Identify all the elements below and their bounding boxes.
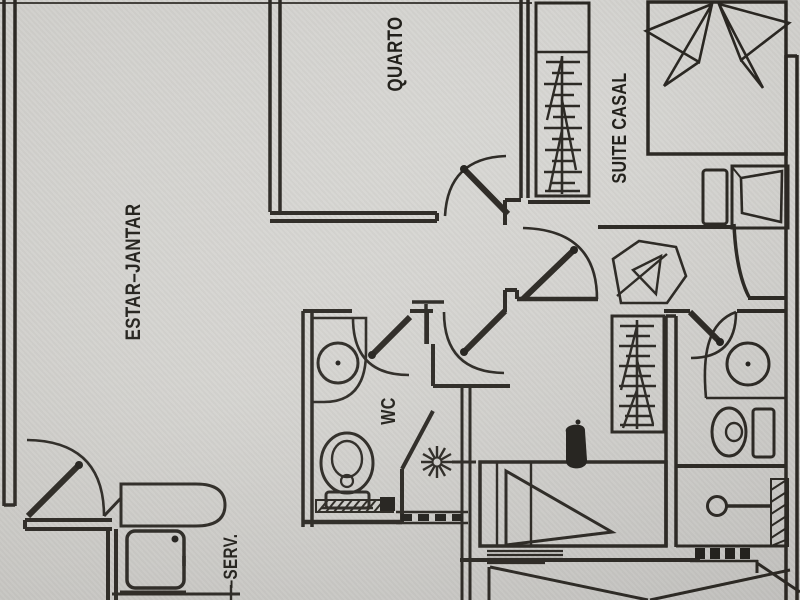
- room-label-estar-jantar: ESTAR–JANTAR: [122, 203, 145, 341]
- washing-machine-icon: [120, 529, 186, 594]
- tv-cabinet-icon: [701, 164, 790, 230]
- armchair-icon: [611, 239, 688, 305]
- door-quarto: [443, 154, 511, 217]
- door-bedroom: [442, 308, 508, 375]
- door-suite: [520, 226, 599, 302]
- single-bed-icon: [478, 460, 668, 548]
- wardrobe-bedroom-hangers-icon: [610, 314, 666, 434]
- wardrobe-suite-hangers-icon: [534, 1, 591, 198]
- door-wc: [351, 314, 413, 377]
- double-bed-icon: [643, 0, 792, 156]
- door-bathroom: [687, 309, 738, 360]
- wall-hatch-block: [380, 497, 395, 511]
- shower-head-icon: [706, 495, 771, 517]
- bath-toilet-icon: [710, 406, 776, 459]
- room-label-suite-casal: SUITE CASAL: [609, 72, 631, 184]
- ink-blob-redaction: [565, 419, 588, 469]
- bath-counter-sink-icon: [703, 310, 786, 400]
- window-vent-dashes: [401, 514, 463, 521]
- room-label-wc: WC: [378, 397, 400, 425]
- sunburst-light-icon: [421, 446, 476, 478]
- laundry-tub-icon: [102, 482, 227, 528]
- door-service: [25, 438, 106, 519]
- shower-wall-hatch: [770, 478, 789, 547]
- room-label-quarto: QUARTO: [384, 16, 407, 92]
- bed-mat-icon: [487, 549, 563, 565]
- room-label-servico: –SERV.: [221, 533, 242, 589]
- wc-counter-sink-icon: [312, 316, 368, 404]
- drain-grate-icon: [695, 548, 750, 559]
- wc-toilet-icon: [319, 431, 375, 510]
